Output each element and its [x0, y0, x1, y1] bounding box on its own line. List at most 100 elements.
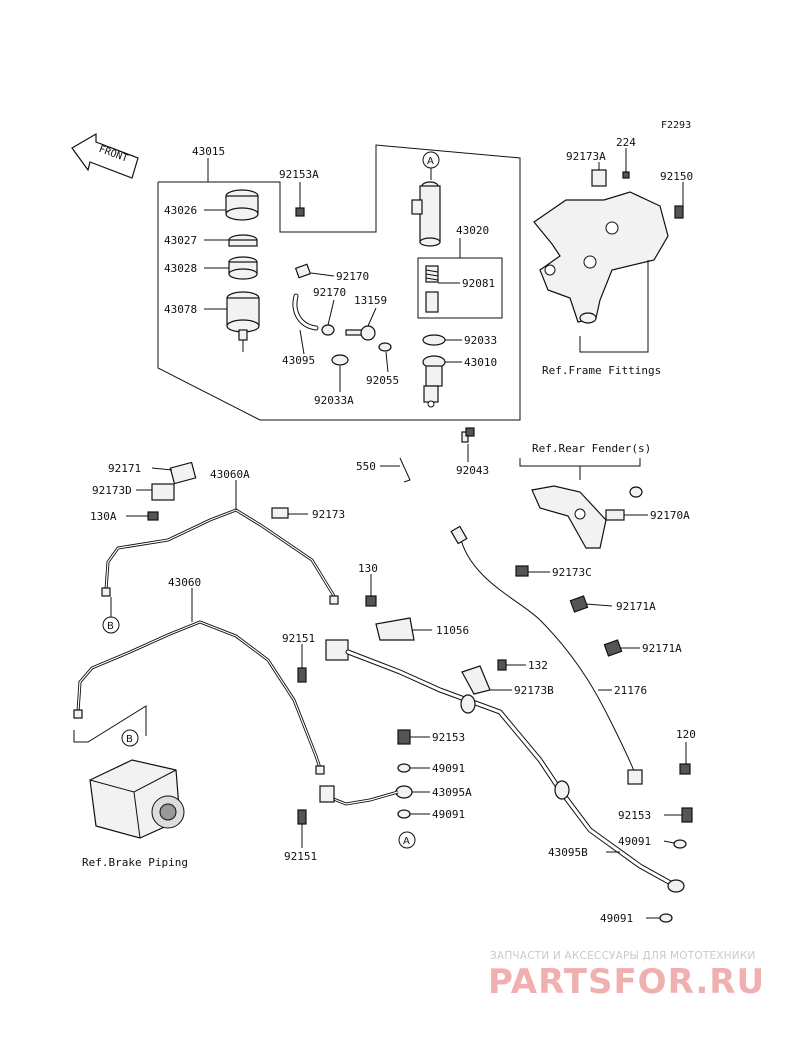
label-43095b: 43095B [548, 846, 588, 859]
frame-fittings-leader [579, 260, 649, 353]
clamp-92170-lower [321, 324, 335, 336]
hose-sleeve-upper [460, 694, 476, 714]
sensor-connector [450, 525, 468, 545]
reservoir-cap [225, 189, 259, 221]
bolt-92043 [461, 427, 475, 443]
label-49091-b: 49091 [432, 808, 465, 821]
label-92170-a: 92170 [336, 270, 369, 283]
label-92151-lower: 92151 [284, 850, 317, 863]
clamp-92170a [605, 509, 625, 521]
bolt-224 [622, 171, 630, 179]
rear-fender-part [531, 485, 607, 549]
wheel-sensor [627, 769, 643, 785]
bolt-92151-lower [297, 809, 307, 825]
svg-text:A: A [427, 156, 434, 167]
banjo-bolt-92153-right [681, 807, 693, 823]
pipe-43060a-end-left [101, 587, 111, 597]
ring-92033 [422, 334, 446, 346]
bracket-11056 [375, 617, 415, 641]
ref-rear-fender: Ref.Rear Fender(s) [532, 442, 651, 455]
label-130: 130 [358, 562, 378, 575]
label-43015: 43015 [192, 145, 225, 158]
label-49091-a: 49091 [432, 762, 465, 775]
label-92173: 92173 [312, 508, 345, 521]
oring-92055 [378, 342, 392, 352]
marker-b-abs: B [121, 729, 139, 747]
label-92153: 92153 [432, 731, 465, 744]
label-43095: 43095 [282, 354, 315, 367]
label-43078: 43078 [164, 303, 197, 316]
label-92055: 92055 [366, 374, 399, 387]
clamp-92173d [151, 483, 175, 501]
pipe-43060a [104, 508, 336, 597]
label-49091-d: 49091 [600, 912, 633, 925]
joint-13159 [345, 325, 376, 341]
marker-b-left: B [102, 597, 120, 634]
label-92173c: 92173C [552, 566, 592, 579]
clamp-92171a-upper [569, 595, 589, 613]
bolt-130a [147, 511, 159, 521]
washer-49091-b [397, 809, 411, 819]
label-11056: 11056 [436, 624, 469, 637]
clamp-92173c [515, 565, 529, 577]
label-92153-right: 92153 [618, 809, 651, 822]
washer-49091-right-lower [659, 913, 673, 923]
master-cylinder-body [411, 181, 441, 247]
washer-49091-a [397, 763, 411, 773]
watermark-logo: PARTSFOR.RU [488, 962, 766, 1002]
label-92171a-upper: 92171A [616, 600, 656, 613]
spring-92081 [425, 265, 439, 313]
label-92043: 92043 [456, 464, 489, 477]
svg-text:B: B [126, 734, 133, 745]
label-92171: 92171 [108, 462, 141, 475]
label-43028: 43028 [164, 262, 197, 275]
pipe-43060a-end-right [329, 595, 339, 605]
label-92033a: 92033A [314, 394, 354, 407]
reservoir [226, 291, 260, 352]
label-92081: 92081 [462, 277, 495, 290]
watermark-tagline: ЗАПЧАСТИ И АКСЕССУАРЫ ДЛЯ МОТОТЕХНИКИ [490, 950, 756, 962]
joint-block [325, 639, 349, 661]
label-92151-upper: 92151 [282, 632, 315, 645]
label-130a: 130A [90, 510, 117, 523]
bolt-132 [497, 659, 507, 671]
pushrod-43010 [422, 355, 446, 408]
washer-49091-right-upper [673, 839, 687, 849]
label-43095a: 43095A [432, 786, 472, 799]
circlip-92033a [331, 354, 349, 366]
marker-a-lower: A [398, 831, 416, 849]
front-arrow-icon: FRONT [71, 132, 139, 179]
bolt-92151-upper [297, 667, 307, 683]
label-92173a: 92173A [566, 150, 606, 163]
bolt-120 [679, 763, 691, 775]
label-92150: 92150 [660, 170, 693, 183]
figure-code: F2293 [661, 120, 691, 131]
bolt-130 [365, 595, 377, 607]
label-49091-c: 49091 [618, 835, 651, 848]
clamp-92171 [169, 461, 197, 485]
label-92153a: 92153A [279, 168, 319, 181]
banjo-bolt-92153 [397, 729, 411, 745]
clamp-92171a-lower [603, 639, 623, 657]
label-43060a: 43060A [210, 468, 250, 481]
lower-joint [319, 785, 335, 803]
bracket-92173a [591, 169, 607, 187]
label-43027: 43027 [164, 234, 197, 247]
label-43020: 43020 [456, 224, 489, 237]
ref-frame-fittings: Ref.Frame Fittings [542, 364, 661, 377]
short-pipe [325, 790, 399, 806]
bolt-92153a [295, 207, 305, 217]
svg-text:B: B [107, 621, 114, 632]
hose-sleeve-lower [554, 780, 570, 800]
label-92170-b: 92170 [313, 286, 346, 299]
diaphragm-plate [228, 234, 258, 247]
banjo-fitting [667, 879, 685, 893]
label-92171a-lower: 92171A [642, 642, 682, 655]
label-92173b: 92173B [514, 684, 554, 697]
banjo-43095a [395, 785, 413, 799]
label-92173d: 92173D [92, 484, 132, 497]
marker-a-top: A [422, 151, 440, 180]
label-550: 550 [356, 460, 376, 473]
